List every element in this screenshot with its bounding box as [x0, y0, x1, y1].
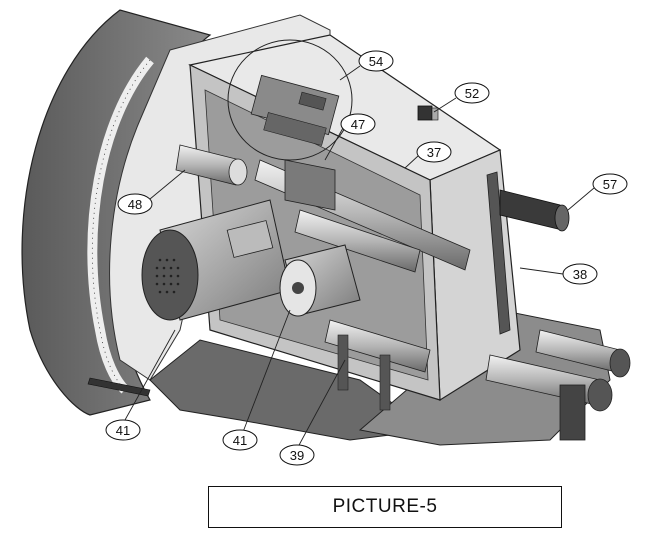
support-legs [337, 334, 391, 411]
callout-48: 48 [117, 193, 153, 215]
leader-lines [124, 65, 595, 448]
svg-text:54: 54 [369, 54, 383, 69]
callout-47: 47 [340, 113, 376, 135]
callouts: 54 52 47 37 57 48 38 41 [105, 50, 628, 466]
svg-text:41: 41 [116, 423, 130, 438]
svg-text:37: 37 [427, 145, 441, 160]
callout-41-right: 41 [222, 429, 258, 451]
handle [499, 189, 570, 232]
shaft-middle [294, 209, 421, 273]
callout-54: 54 [358, 50, 394, 72]
svg-text:52: 52 [465, 86, 479, 101]
clamp-lever [87, 377, 151, 397]
callout-41-left: 41 [105, 419, 141, 441]
slot [486, 171, 511, 335]
outfeed-rollers [485, 329, 631, 441]
callout-38: 38 [562, 263, 598, 285]
detail-circle [227, 39, 353, 161]
top-mechanism [250, 74, 340, 146]
angle-scale [87, 56, 154, 394]
bracket-block [284, 159, 336, 211]
gear-motor [279, 244, 361, 317]
switch-box [417, 105, 439, 121]
svg-text:48: 48 [128, 197, 142, 212]
svg-text:39: 39 [290, 448, 304, 463]
callout-37: 37 [416, 141, 452, 163]
callout-39: 39 [279, 444, 315, 466]
svg-text:57: 57 [603, 177, 617, 192]
callout-57: 57 [592, 173, 628, 195]
callout-52: 52 [454, 82, 490, 104]
svg-text:47: 47 [351, 117, 365, 132]
electric-motor [141, 199, 291, 321]
svg-text:41: 41 [233, 433, 247, 448]
caption-box: PICTURE-5 [208, 486, 562, 528]
svg-text:38: 38 [573, 267, 587, 282]
caption-text: PICTURE-5 [332, 496, 438, 517]
left-roller [175, 144, 248, 186]
shaft-lower [324, 319, 431, 373]
